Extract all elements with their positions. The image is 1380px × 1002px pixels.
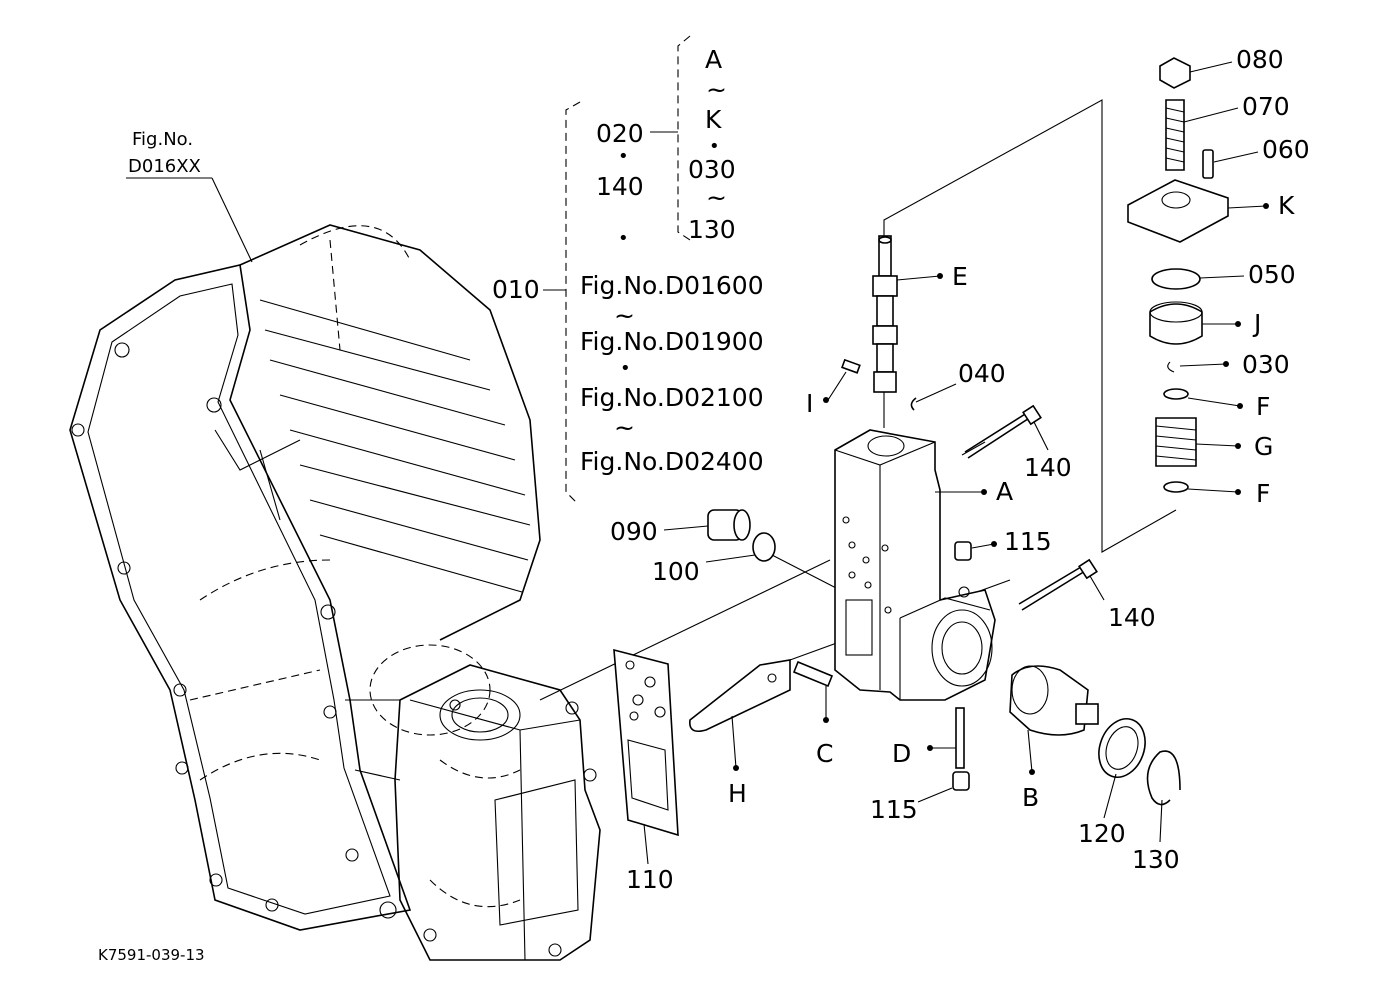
fig-ref-1: Fig.No.D01600: [580, 271, 764, 300]
callout-D: D: [892, 739, 911, 768]
figure-ref-code: D016XX: [128, 156, 201, 177]
range-start-a: A: [705, 45, 722, 74]
figure-reference-callout: Fig.No. D016XX: [126, 129, 253, 263]
figure-ref-title: Fig.No.: [132, 129, 193, 150]
assembly-kit-bracket: 010 020 • 140 • A ~ K • 030 ~ 130 Fig.No…: [492, 35, 764, 505]
fig-tilde-1: ~: [614, 301, 635, 330]
range-tilde-1: ~: [706, 75, 727, 104]
callout-060: 060: [1262, 135, 1310, 164]
footer-drawing-code: K7591-039-13: [98, 946, 205, 964]
kit-dot-1: •: [618, 146, 629, 167]
callout-140-lower: 140: [1108, 603, 1156, 632]
callout-140-upper: 140: [1024, 453, 1072, 482]
callout-080: 080: [1236, 45, 1284, 74]
callout-130: 130: [1132, 845, 1180, 874]
transmission-case-drawing: [69, 224, 601, 961]
small-parts: [613, 57, 1229, 837]
callout-H: H: [728, 779, 747, 808]
kit-number: 020: [596, 119, 644, 148]
fig-ref-2: Fig.No.D01900: [580, 327, 764, 356]
callout-115-upper: 115: [1004, 527, 1052, 556]
callout-040: 040: [958, 359, 1006, 388]
range-start-030: 030: [688, 155, 736, 184]
callout-090: 090: [610, 517, 658, 546]
range-dot: •: [709, 136, 720, 157]
callout-100: 100: [652, 557, 700, 586]
fig-dot-1: •: [620, 358, 631, 379]
callout-115-lower: 115: [870, 795, 918, 824]
assembly-number: 010: [492, 275, 540, 304]
range-end-k: K: [705, 105, 722, 134]
kit-plus-number: 140: [596, 172, 644, 201]
callout-050: 050: [1248, 260, 1296, 289]
callout-B: B: [1022, 783, 1039, 812]
range-tilde-2: ~: [706, 183, 727, 212]
callout-G: G: [1254, 432, 1273, 461]
range-end-130: 130: [688, 215, 736, 244]
callout-A: A: [996, 477, 1013, 506]
callout-F-lower: F: [1256, 479, 1270, 508]
fig-ref-3: Fig.No.D02100: [580, 383, 764, 412]
callout-J: J: [1252, 309, 1261, 338]
callout-120: 120: [1078, 819, 1126, 848]
fig-ref-4: Fig.No.D02400: [580, 447, 764, 476]
callout-030: 030: [1242, 350, 1290, 379]
callout-K: K: [1278, 191, 1295, 220]
callout-E: E: [952, 262, 968, 291]
callout-110: 110: [626, 865, 674, 894]
callout-F-upper: F: [1256, 392, 1270, 421]
callout-070: 070: [1242, 92, 1290, 121]
spool-part: [872, 235, 898, 410]
callout-C: C: [816, 739, 833, 768]
valve-body-part: [834, 429, 996, 701]
kit-dot-2: •: [618, 228, 629, 249]
callout-labels: 080 070 060 K 050 J 030 F G F E 040 I: [610, 45, 1310, 894]
fig-tilde-2: ~: [614, 413, 635, 442]
callout-I: I: [806, 389, 813, 418]
